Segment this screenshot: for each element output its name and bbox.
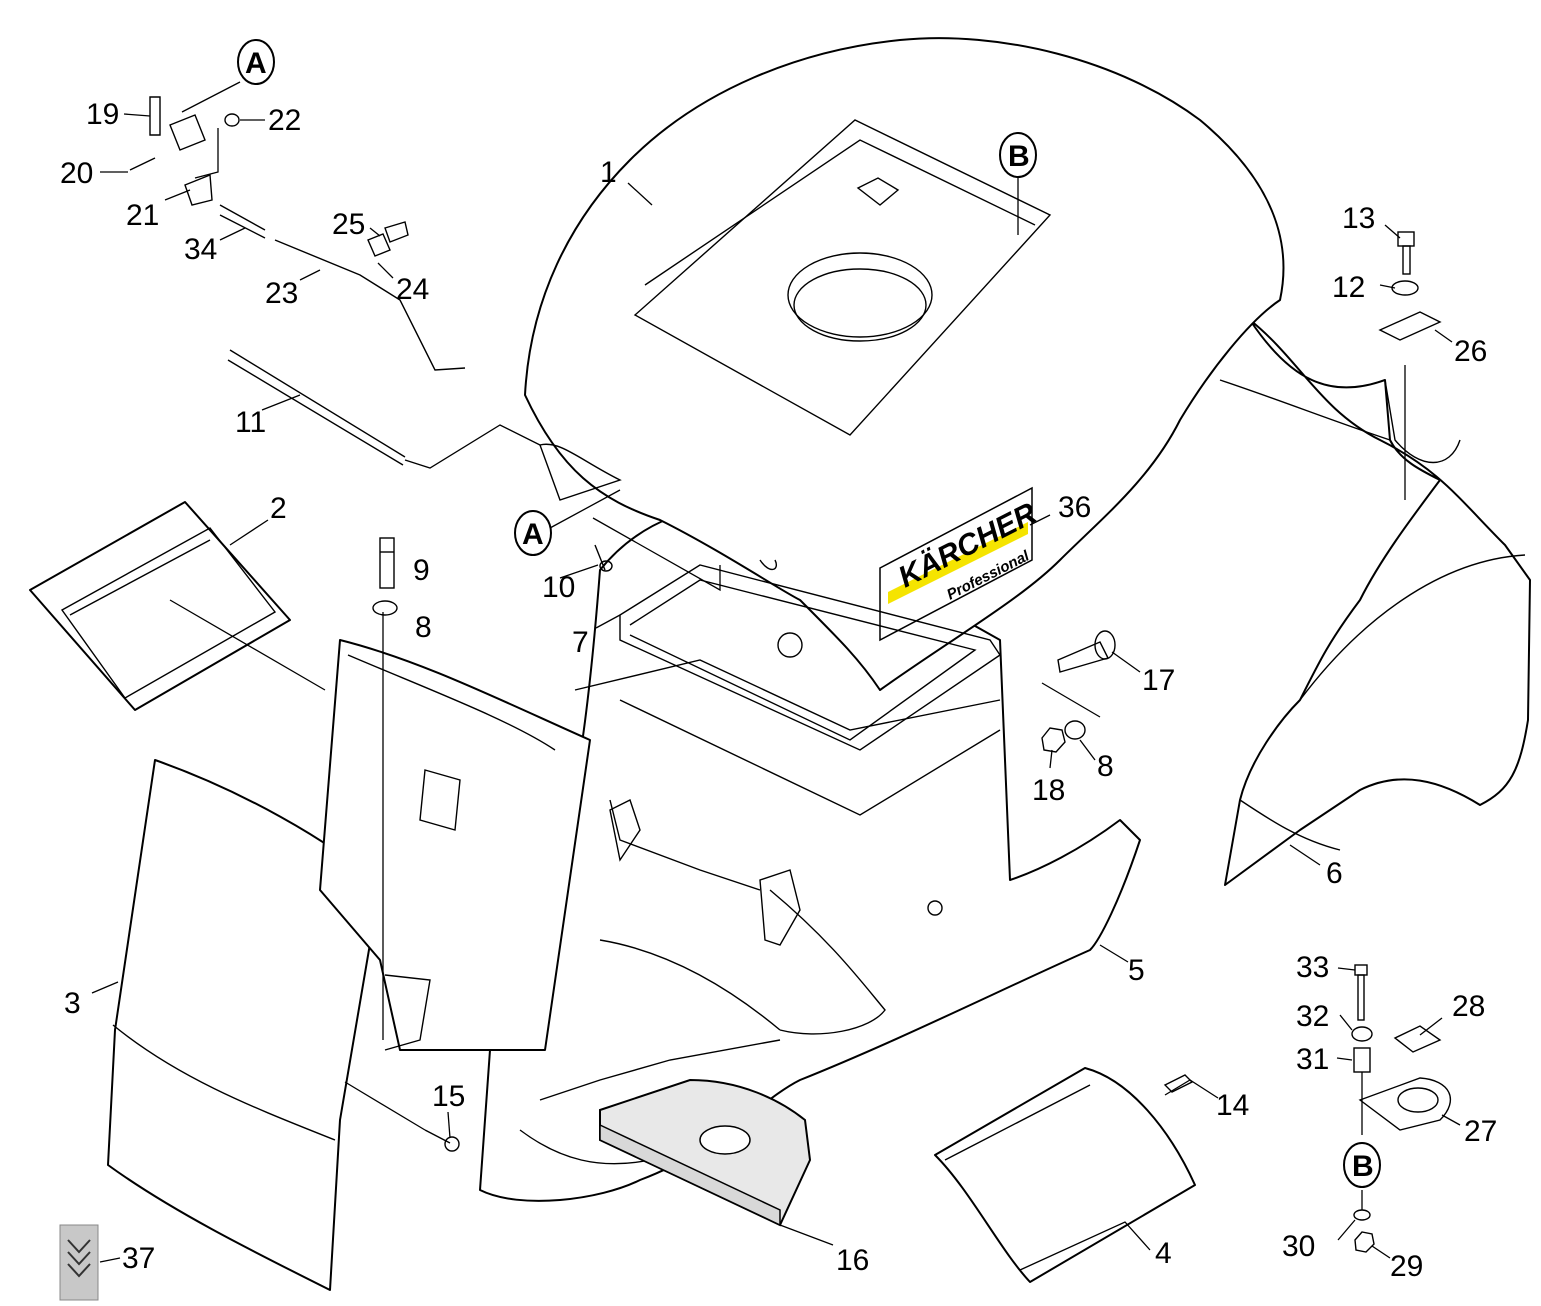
label-23: 23 (265, 277, 298, 310)
part-1-hood (524, 37, 1285, 691)
label-27: 27 (1464, 1115, 1497, 1148)
label-12: 12 (1332, 271, 1365, 304)
label-37: 37 (122, 1242, 155, 1275)
part-labels: 1 2 3 4 5 6 7 8 8 9 10 11 12 13 14 15 16… (60, 98, 1497, 1283)
label-9: 9 (413, 554, 430, 587)
svg-text:B: B (1008, 140, 1030, 173)
label-5: 5 (1128, 954, 1145, 987)
callout-a-top: A (237, 39, 275, 85)
label-14: 14 (1216, 1089, 1249, 1122)
label-29: 29 (1390, 1250, 1423, 1283)
label-28: 28 (1452, 990, 1485, 1023)
label-18: 18 (1032, 774, 1065, 807)
part-16-seat-pad (599, 1078, 812, 1227)
label-30: 30 (1282, 1230, 1315, 1263)
label-33: 33 (1296, 951, 1329, 984)
label-11: 11 (235, 406, 266, 439)
label-34: 34 (184, 233, 217, 266)
leader-lines (91, 81, 1461, 1271)
label-1: 1 (600, 156, 617, 189)
label-20: 20 (60, 157, 93, 190)
label-32: 32 (1296, 1000, 1329, 1033)
label-6: 6 (1326, 857, 1343, 890)
label-8b: 8 (1097, 750, 1114, 783)
label-21: 21 (126, 199, 159, 232)
label-10: 10 (542, 571, 575, 604)
part-4-duct (934, 1067, 1196, 1283)
hardware (129, 96, 1452, 1253)
label-36: 36 (1058, 491, 1091, 524)
chevron-stack-icon (59, 1224, 99, 1301)
label-2: 2 (270, 492, 287, 525)
label-13: 13 (1342, 202, 1375, 235)
label-16: 16 (836, 1244, 869, 1277)
part-7-gasket (619, 564, 1001, 751)
label-19: 19 (86, 98, 119, 131)
label-15: 15 (432, 1080, 465, 1113)
label-7: 7 (572, 626, 589, 659)
label-17: 17 (1142, 664, 1175, 697)
label-31: 31 (1296, 1043, 1329, 1076)
callout-b-bottom: B (1343, 1142, 1381, 1188)
label-8a: 8 (415, 611, 432, 644)
label-22: 22 (268, 104, 301, 137)
label-3: 3 (64, 987, 81, 1020)
label-26: 26 (1454, 335, 1487, 368)
label-24: 24 (396, 273, 429, 306)
svg-text:A: A (522, 518, 544, 551)
label-25: 25 (332, 208, 365, 241)
part-6-right-fender (1219, 319, 1531, 886)
svg-text:B: B (1352, 1150, 1374, 1183)
svg-text:A: A (245, 47, 267, 80)
decal-stripe (888, 522, 1028, 604)
label-4: 4 (1155, 1237, 1172, 1270)
callout-b-top: B (999, 132, 1037, 178)
part-3-front-panel (107, 759, 381, 1291)
part-2-duct (29, 501, 291, 711)
callout-a-mid: A (514, 510, 552, 556)
